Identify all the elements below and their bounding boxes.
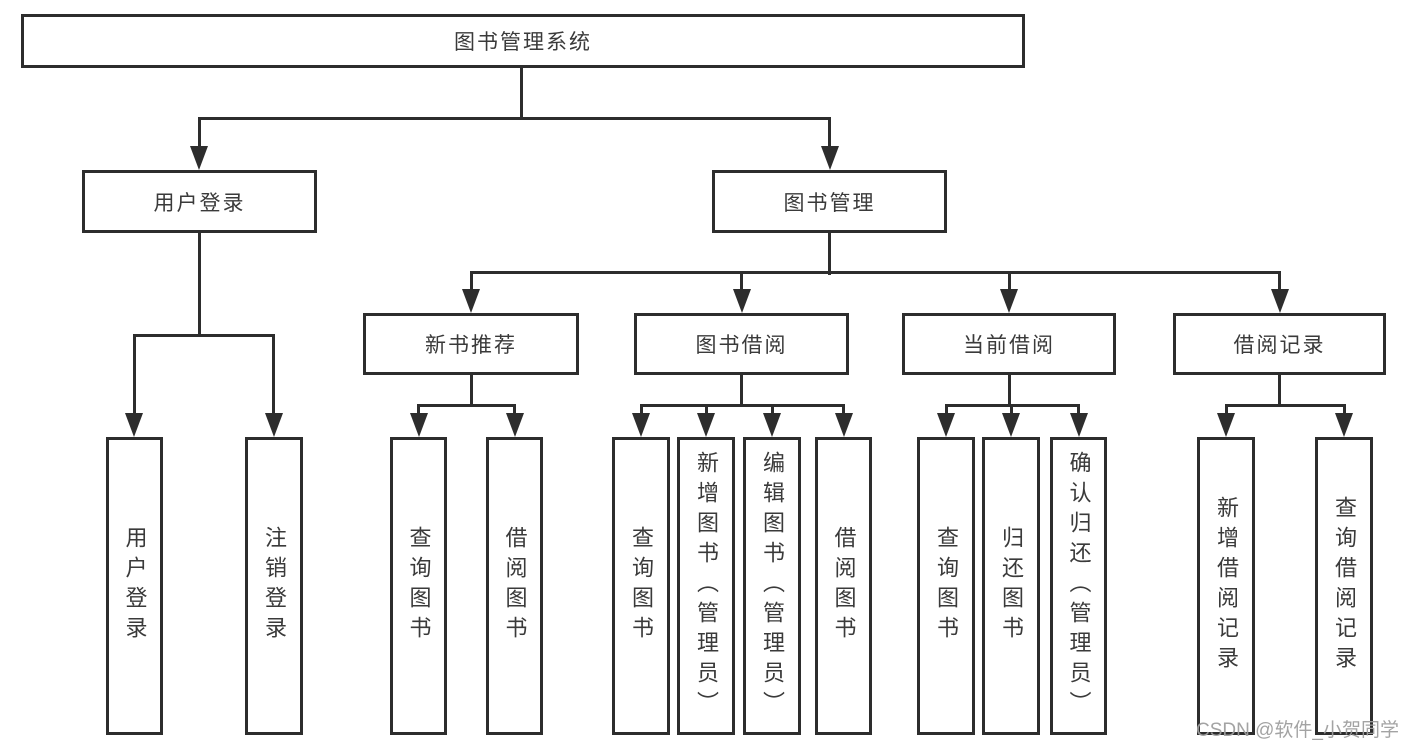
node-label: 查询图书 (934, 526, 959, 646)
connector-drop-leaf (1077, 404, 1080, 417)
connector-book-mgmt-stem (828, 233, 831, 275)
node-leaf-query-books-current: 查询图书 (917, 437, 975, 735)
connector-drop-leaf (1225, 404, 1228, 417)
node-label: 新增图书（管理员） (694, 451, 719, 721)
connector-drop-book-borrow (740, 271, 743, 293)
connector-drop-leaf (513, 404, 516, 417)
connector-root-stem (520, 67, 523, 120)
node-leaf-query-books-borrowing: 查询图书 (612, 437, 670, 735)
node-label: 当前借阅 (963, 334, 1055, 357)
node-leaf-borrow-books-recommend: 借阅图书 (486, 437, 543, 735)
connector-user-login-hline (133, 334, 274, 337)
connector-new-book-hline (417, 404, 516, 407)
arrowhead-down (1217, 413, 1235, 437)
arrowhead-down (697, 413, 715, 437)
connector-borrow-record-stem (1278, 375, 1281, 407)
node-leaf-query-borrow-record: 查询借阅记录 (1315, 437, 1373, 735)
node-label: 借阅记录 (1233, 334, 1326, 357)
node-leaf-logout: 注销登录 (245, 437, 303, 735)
arrowhead-down (1271, 289, 1289, 313)
connector-drop-leaf (417, 404, 420, 417)
node-leaf-edit-books-admin: 编辑图书（管理员） (743, 437, 801, 735)
connector-drop-leaf (945, 404, 948, 417)
node-new-book-recommend: 新书推荐 (363, 313, 579, 375)
node-leaf-return-books: 归还图书 (982, 437, 1040, 735)
node-borrowing-records: 借阅记录 (1173, 313, 1386, 375)
arrowhead-down (733, 289, 751, 313)
connector-book-borrow-hline (640, 404, 845, 407)
arrowhead-down (1335, 413, 1353, 437)
connector-book-borrow-stem (740, 375, 743, 407)
node-label: 用户登录 (153, 191, 246, 215)
node-label: 新增借阅记录 (1214, 496, 1239, 676)
node-label: 图书管理 (783, 191, 876, 215)
connector-user-login-stem (198, 233, 201, 337)
connector-borrow-record-hline (1225, 404, 1345, 407)
csdn-watermark: CSDN @软件_小贺同学 (1196, 720, 1399, 741)
node-label: 借阅图书 (831, 526, 857, 646)
connector-drop-leaf (133, 334, 136, 416)
arrowhead-down (1070, 413, 1088, 437)
arrowhead-down (462, 289, 480, 313)
arrowhead-down (937, 413, 955, 437)
arrowhead-down (1002, 413, 1020, 437)
arrowhead-down (265, 413, 283, 437)
connector-drop-current-borrow (1008, 271, 1011, 293)
node-label: 确认归还（管理员） (1066, 451, 1092, 721)
arrowhead-down (632, 413, 650, 437)
node-leaf-add-books-admin: 新增图书（管理员） (677, 437, 735, 735)
node-label: 编辑图书（管理员） (760, 451, 785, 721)
node-leaf-query-books-recommend: 查询图书 (390, 437, 447, 735)
connector-drop-leaf (1010, 404, 1013, 417)
arrowhead-down (410, 413, 428, 437)
node-label: 新书推荐 (425, 334, 517, 357)
connector-drop-user-login (198, 117, 201, 149)
node-leaf-user-login: 用户登录 (106, 437, 163, 735)
connector-drop-book-management (828, 117, 831, 149)
node-book-borrowing: 图书借阅 (634, 313, 849, 375)
node-label: 借阅图书 (502, 526, 528, 646)
node-label: 查询图书 (406, 526, 432, 646)
arrowhead-down (821, 146, 839, 170)
arrowhead-down (835, 413, 853, 437)
connector-drop-leaf (705, 404, 708, 417)
arrowhead-down (190, 146, 208, 170)
node-leaf-confirm-return-admin: 确认归还（管理员） (1050, 437, 1107, 735)
connector-book-mgmt-hline (470, 271, 1280, 274)
arrowhead-down (1000, 289, 1018, 313)
arrowhead-down (506, 413, 524, 437)
node-leaf-add-borrow-record: 新增借阅记录 (1197, 437, 1255, 735)
node-user-login: 用户登录 (82, 170, 317, 233)
connector-drop-leaf (1343, 404, 1346, 417)
node-book-management-system: 图书管理系统 (21, 14, 1025, 68)
node-leaf-borrow-books-borrowing: 借阅图书 (815, 437, 872, 735)
node-label: 注销登录 (262, 526, 287, 646)
arrowhead-down (763, 413, 781, 437)
connector-drop-borrow-record (1278, 271, 1281, 293)
node-label: 归还图书 (999, 526, 1024, 646)
node-label: 用户登录 (122, 526, 148, 646)
connector-drop-leaf (842, 404, 845, 417)
node-label: 查询图书 (629, 526, 654, 646)
node-current-borrowing: 当前借阅 (902, 313, 1116, 375)
connector-current-borrow-stem (1008, 375, 1011, 407)
connector-drop-leaf (771, 404, 774, 417)
node-label: 图书管理系统 (454, 31, 592, 54)
node-book-management: 图书管理 (712, 170, 947, 233)
arrowhead-down (125, 413, 143, 437)
connector-drop-leaf (272, 334, 275, 416)
connector-drop-leaf (640, 404, 643, 417)
node-label: 查询借阅记录 (1332, 496, 1357, 676)
connector-new-book-stem (470, 375, 473, 407)
connector-root-hline (198, 117, 831, 120)
connector-drop-new-book (470, 271, 473, 293)
node-label: 图书借阅 (695, 334, 788, 357)
